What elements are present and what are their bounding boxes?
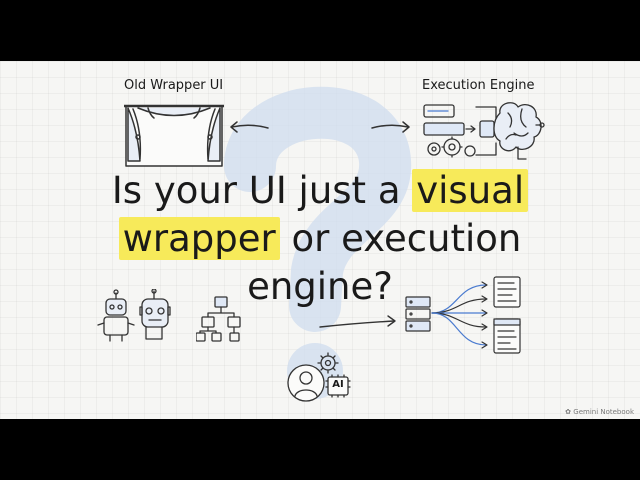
highlight-wrapper: wrapper (118, 217, 280, 260)
headline-line1-prefix: Is your UI just a (111, 169, 413, 212)
slide: Old Wrapper UI Execution Engine (0, 61, 640, 419)
execution-engine-icon (423, 102, 545, 160)
watermark-text: Gemini Notebook (573, 408, 634, 416)
right-arrow-icon (371, 121, 410, 133)
headline-line-2: wrapper or execution (0, 215, 640, 263)
robots-icon (97, 289, 171, 342)
pipeline-icon (405, 276, 521, 354)
watermark: ✿ Gemini Notebook (565, 408, 634, 416)
headline-line-3: engine? (247, 265, 393, 308)
headline-line2-suffix: or execution (279, 217, 522, 260)
ai-badge-label: AI (332, 379, 344, 390)
letterbox-top (0, 0, 640, 61)
user-ai-icon: AI (286, 351, 356, 411)
execution-engine-label: Execution Engine (422, 78, 535, 93)
user-ai-graphic (287, 352, 351, 402)
curtain-icon (124, 104, 224, 167)
left-arrow-icon (230, 121, 269, 133)
letterbox-bottom (0, 419, 640, 480)
headline-line-1: Is your UI just a visual (0, 167, 640, 215)
pipeline-arrow-icon (319, 315, 396, 328)
watermark-logo-icon: ✿ (565, 408, 574, 416)
old-wrapper-label: Old Wrapper UI (124, 78, 224, 93)
hierarchy-icon (196, 296, 241, 342)
highlight-visual: visual (412, 169, 529, 212)
headline: Is your UI just a visual wrapper or exec… (0, 167, 640, 311)
